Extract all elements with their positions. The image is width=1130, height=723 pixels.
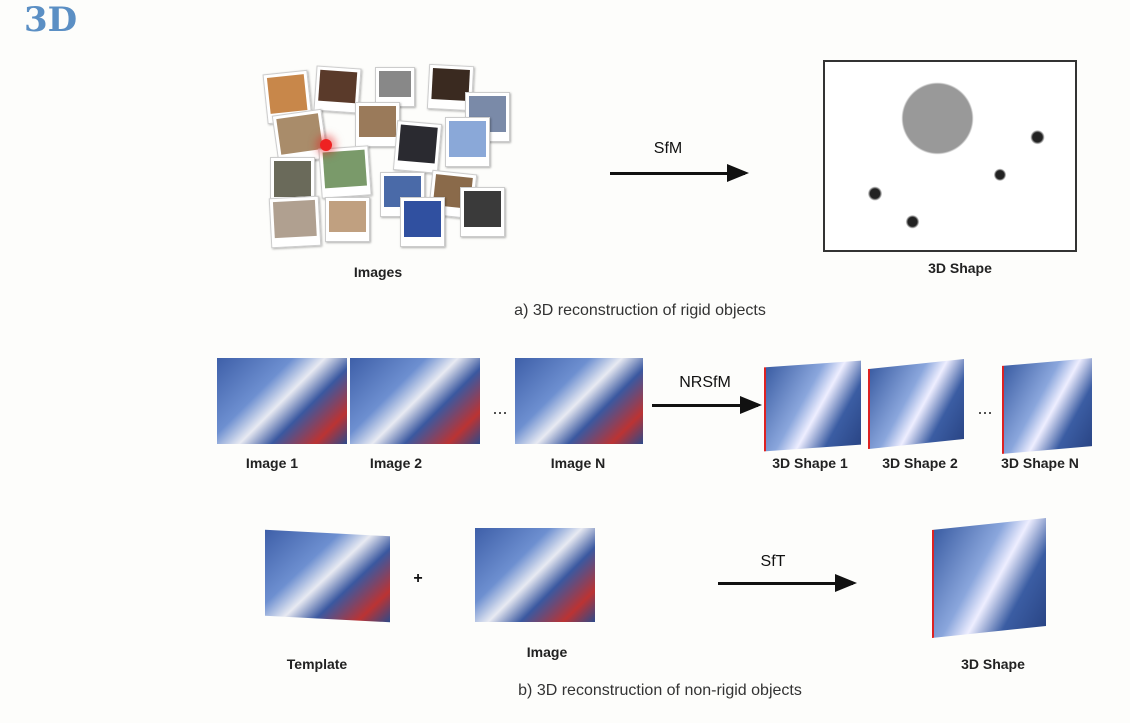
point-cloud-3d-shape xyxy=(823,60,1077,252)
plus-sign: + xyxy=(413,570,423,587)
ellipsis: ... xyxy=(977,398,993,418)
3d-shape-n-label: 3D Shape N xyxy=(1001,455,1079,471)
3d-shape-1-label: 3D Shape 1 xyxy=(772,455,848,471)
nrsfm-label: NRSfM xyxy=(679,374,731,391)
image-2-label: Image 2 xyxy=(369,455,423,471)
3d-shape-sft-label: 3D Shape xyxy=(961,656,1025,672)
nrsfm-arrow xyxy=(652,396,762,414)
caption-rigid: a) 3D reconstruction of rigid objects xyxy=(514,302,766,319)
input-image xyxy=(475,528,595,622)
sft-label: SfT xyxy=(760,553,786,570)
3d-shape-label: 3D Shape xyxy=(928,260,992,276)
sfm-label: SfM xyxy=(653,140,683,157)
3d-shape-2 xyxy=(868,358,964,450)
image-n-label: Image N xyxy=(550,455,606,471)
slide-title: 3D xyxy=(24,0,78,40)
sft-arrow xyxy=(718,574,857,592)
template-image xyxy=(265,529,390,623)
ellipsis: ... xyxy=(492,398,508,418)
cursor-highlight xyxy=(320,139,332,151)
image-n xyxy=(515,358,643,444)
3d-shape-2-label: 3D Shape 2 xyxy=(882,455,958,471)
3d-shape-1 xyxy=(764,360,861,452)
photo-collage xyxy=(260,62,510,252)
images-label: Images xyxy=(353,264,403,280)
template-label: Template xyxy=(286,656,348,672)
image-label: Image xyxy=(526,644,568,660)
sfm-arrow xyxy=(610,164,749,182)
image-1 xyxy=(217,358,347,444)
image-2 xyxy=(350,358,480,444)
3d-shape-n xyxy=(1002,358,1092,454)
image-1-label: Image 1 xyxy=(245,455,299,471)
caption-nonrigid: b) 3D reconstruction of non-rigid object… xyxy=(518,682,802,699)
3d-shape-sft xyxy=(932,518,1046,638)
